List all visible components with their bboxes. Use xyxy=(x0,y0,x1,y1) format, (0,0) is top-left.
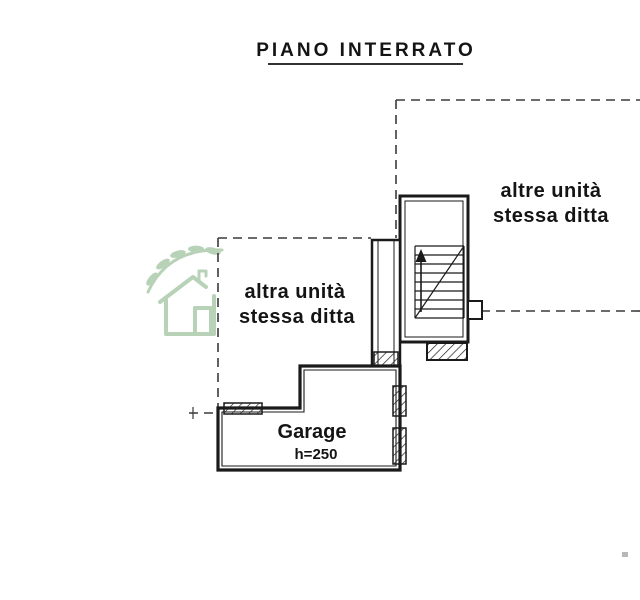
stairs-up-arrow-icon xyxy=(415,249,427,312)
garage-side-door-hatch-upper xyxy=(392,385,407,417)
stair-block xyxy=(398,194,483,361)
garage-side-door-hatch-lower xyxy=(392,427,407,465)
left-unit-label-line1: altra unità xyxy=(244,281,345,303)
garage: Garage h=250 xyxy=(216,364,407,472)
scan-artifact-mark xyxy=(622,552,628,557)
garage-outline xyxy=(216,364,402,472)
right-unit-label-line1: altre unità xyxy=(500,180,601,202)
garage-label: Garage xyxy=(278,421,347,443)
stair-window-hatch xyxy=(426,342,468,361)
right-unit-label-line2: stessa ditta xyxy=(493,205,609,227)
boundary-dashed-lines xyxy=(189,99,640,419)
plan-title: PIANO INTERRATO xyxy=(256,40,476,61)
garage-door-hatch xyxy=(223,402,263,415)
realestate-house-logo-icon xyxy=(146,245,224,336)
corridor-door-hatch xyxy=(373,351,399,367)
boundary-pillar xyxy=(467,300,483,320)
garage-height-label: h=250 xyxy=(295,446,338,463)
left-unit-label-line2: stessa ditta xyxy=(239,306,355,328)
corridor xyxy=(370,238,402,370)
staircase xyxy=(414,245,465,319)
garage-inner-wall-line xyxy=(221,369,397,467)
right-unit-label: altre unità stessa ditta xyxy=(493,180,609,227)
left-unit-label: altra unità stessa ditta xyxy=(239,281,355,328)
